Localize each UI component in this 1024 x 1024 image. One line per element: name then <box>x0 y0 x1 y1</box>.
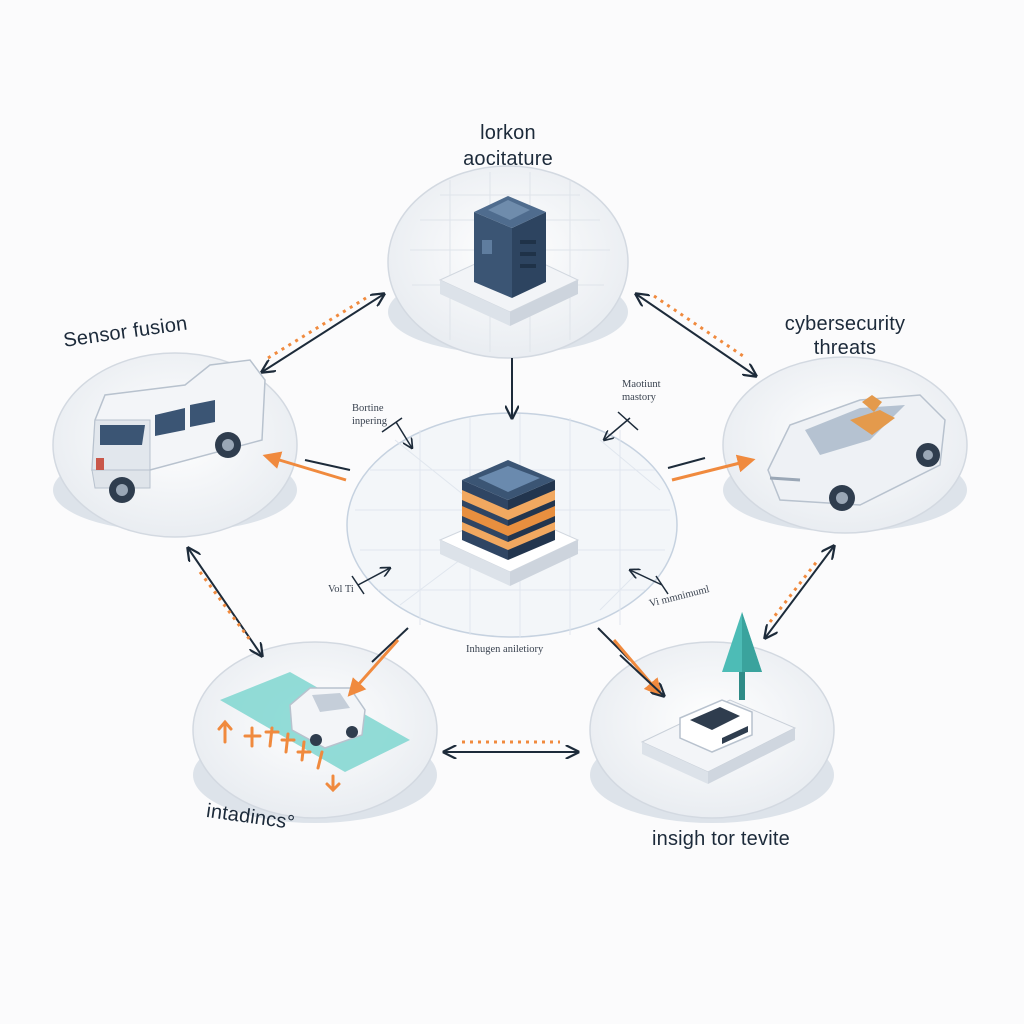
node-title-right-line2: threats <box>813 337 877 359</box>
node-title-right: cybersecurity threats <box>770 312 920 360</box>
connectors <box>188 294 834 752</box>
annotation-upper-left-line2: inpering <box>352 416 387 427</box>
node-title-top-line1: lorkon <box>480 122 536 144</box>
van-icon <box>91 359 266 503</box>
annotation-upper-left: Bortine inpering <box>352 402 387 428</box>
vehicle-with-signal-icon <box>640 612 797 784</box>
convertible-car-icon <box>767 394 946 511</box>
center-caption: Inhugen aniletiory <box>466 644 544 655</box>
annotation-upper-right-line2: mastory <box>622 392 656 403</box>
annotation-upper-right: Maotiunt mastory <box>622 378 661 404</box>
node-title-top-line2: aocitature <box>463 148 553 170</box>
annotation-upper-left-line1: Bortine <box>352 403 384 414</box>
annotation-lower-left: Vol Ti <box>328 584 354 595</box>
node-title-right-line1: cybersecurity <box>784 313 906 335</box>
server-tower-icon <box>438 196 580 326</box>
node-title-bottom-right: insigh tor tevite <box>652 828 790 850</box>
car-on-road-icon <box>217 672 410 793</box>
annotation-upper-right-line1: Maotiunt <box>622 379 661 390</box>
node-title-top: lorkon aocitature <box>440 120 576 172</box>
central-processor-icon <box>438 460 580 586</box>
